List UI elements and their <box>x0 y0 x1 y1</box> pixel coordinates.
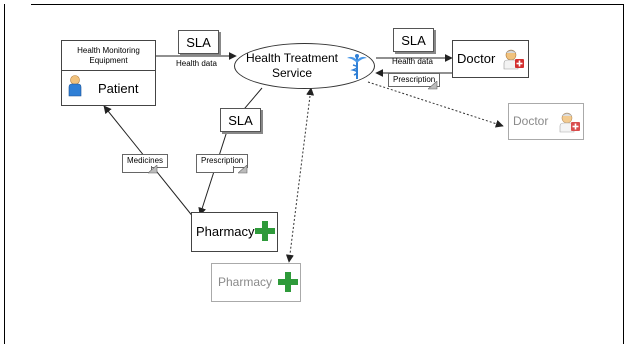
prescription-doctor-label: Prescription <box>388 73 441 87</box>
doctor-icon <box>502 48 524 75</box>
sla-left: SLA <box>178 30 219 54</box>
medicines-label: Medicines <box>122 154 169 168</box>
health-data-left-label: Health data <box>176 59 217 68</box>
doctor-ghost-box: Doctor <box>508 103 584 140</box>
pharmacy-ghost-cross-icon <box>278 272 298 297</box>
edge-dotted-pharmacy <box>285 87 315 263</box>
pharmacy-label: Pharmacy <box>196 224 255 239</box>
caduceus-icon <box>346 52 368 85</box>
doctor-ghost-label: Doctor <box>513 114 549 128</box>
doctor-ghost-icon <box>558 111 580 138</box>
patient-icon <box>68 75 82 102</box>
equipment-label: Health Monitoring Equipment <box>77 46 140 65</box>
pharmacy-ghost-box: Pharmacy <box>211 263 301 302</box>
sla-right: SLA <box>393 28 434 52</box>
pharmacy-box: Pharmacy <box>191 212 278 252</box>
diagram-frame <box>4 3 624 344</box>
service-label: Health Treatment Service <box>245 51 339 80</box>
pharmacy-ghost-label: Pharmacy <box>218 275 273 289</box>
patient-panel: Health Monitoring Equipment Patient <box>61 40 156 106</box>
pharmacy-cross-icon <box>255 221 275 246</box>
prescription-tag-body <box>196 166 234 173</box>
patient-label: Patient <box>98 81 139 96</box>
sla-middle: SLA <box>220 108 261 132</box>
health-data-right-label: Health data <box>392 57 433 66</box>
health-treatment-service <box>234 43 375 89</box>
doctor-box: Doctor <box>452 40 529 78</box>
doctor-label: Doctor <box>457 51 496 66</box>
